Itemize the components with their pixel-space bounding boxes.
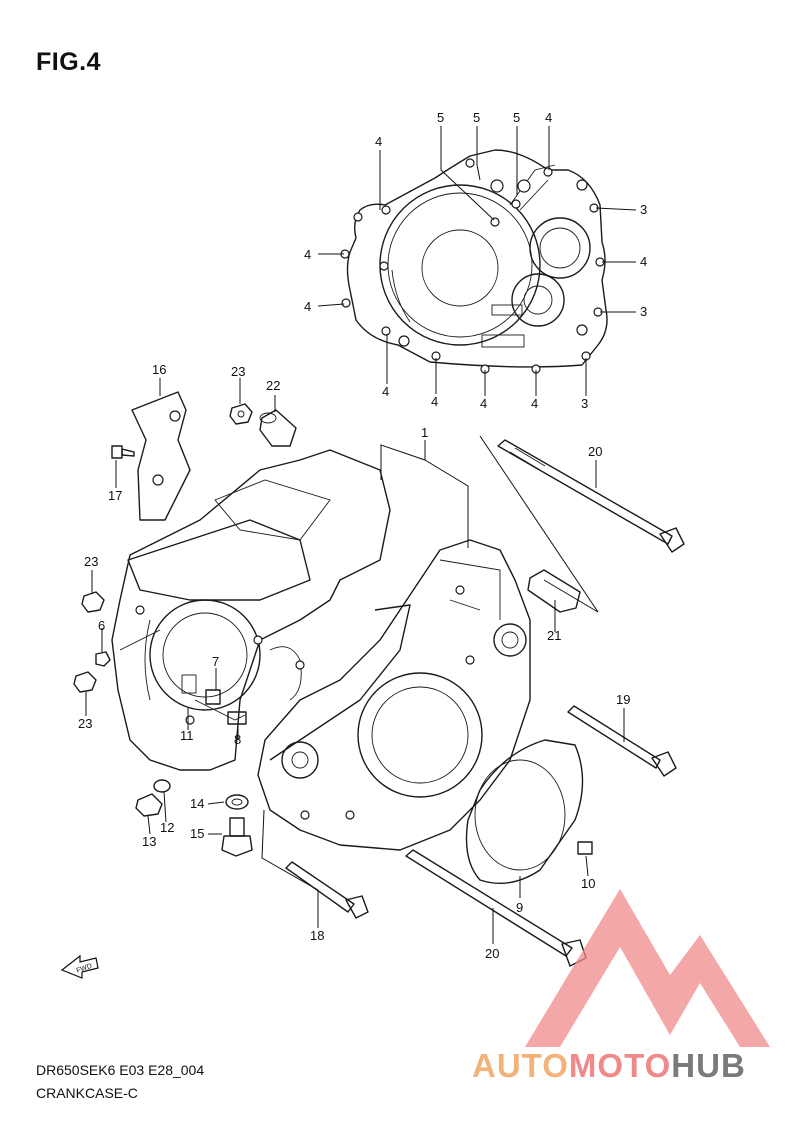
bolt-8	[227, 711, 247, 725]
callout-1: 1	[421, 425, 428, 440]
gasket-12	[153, 779, 171, 793]
oil-seal-plate-9	[465, 739, 584, 885]
long-bolt-20-top	[497, 439, 685, 553]
gasket-14	[225, 794, 249, 810]
callout-13: 13	[142, 834, 156, 849]
callout-20: 20	[485, 946, 499, 961]
callout-14: 14	[190, 796, 204, 811]
callout-3: 3	[640, 304, 647, 319]
nut-23-low	[73, 671, 97, 693]
callout-4: 4	[480, 396, 487, 411]
callout-5: 5	[437, 110, 444, 125]
wordmark-moto: MOTO	[568, 1047, 672, 1084]
callout-4: 4	[545, 110, 552, 125]
callout-8: 8	[234, 732, 241, 747]
callout-5: 5	[513, 110, 520, 125]
drain-plug-15	[221, 817, 253, 857]
dowel-22	[259, 409, 297, 447]
callout-4: 4	[375, 134, 382, 149]
callout-4: 4	[304, 299, 311, 314]
callout-3: 3	[581, 396, 588, 411]
leader-lines	[85, 126, 637, 944]
callout-6: 6	[98, 618, 105, 633]
bolt-17	[111, 445, 135, 459]
callout-16: 16	[152, 362, 166, 377]
nut-23-top	[229, 403, 253, 425]
washer-6	[95, 651, 111, 667]
callout-3: 3	[640, 202, 647, 217]
arrow-fwd-icon: FWD	[60, 954, 99, 979]
bolt-7	[205, 689, 221, 705]
crankcase-right-half	[257, 539, 531, 851]
wordmark-auto: AUTO	[472, 1047, 569, 1084]
callout-20: 20	[588, 444, 602, 459]
plug-13	[135, 793, 163, 817]
dowel-21	[527, 569, 581, 613]
automotohub-wordmark: AUTOMOTOHUB	[472, 1047, 746, 1085]
callout-17: 17	[108, 488, 122, 503]
diagram-code: DR650SEK6 E03 E28_004	[36, 1062, 205, 1078]
callout-4: 4	[382, 384, 389, 399]
callout-22: 22	[266, 378, 280, 393]
callout-19: 19	[616, 692, 630, 707]
callout-4: 4	[640, 254, 647, 269]
crankcase-left-half	[111, 449, 391, 771]
callout-9: 9	[516, 900, 523, 915]
callout-18: 18	[310, 928, 324, 943]
figure-title: FIG.4	[36, 48, 102, 76]
bracket-16	[131, 391, 191, 521]
nut-23-mid	[81, 591, 105, 613]
callout-23: 23	[231, 364, 245, 379]
callout-23: 23	[78, 716, 92, 731]
callout-labels: 4 5 5 5 4 3 4 4 4 3 4 4 4 4 3 16 23 22 1…	[78, 110, 647, 961]
bolt-19	[567, 705, 677, 777]
callout-10: 10	[581, 876, 595, 891]
crankcase-cover-gasket	[340, 149, 608, 374]
callout-4: 4	[304, 247, 311, 262]
bolt-18	[285, 861, 369, 919]
callout-15: 15	[190, 826, 204, 841]
callout-12: 12	[160, 820, 174, 835]
callout-4: 4	[431, 394, 438, 409]
bolt-10	[577, 841, 593, 855]
callout-21: 21	[547, 628, 561, 643]
automotohub-logo	[525, 889, 770, 1047]
callout-23: 23	[84, 554, 98, 569]
callout-4: 4	[531, 396, 538, 411]
diagram-caption: CRANKCASE-C	[36, 1085, 138, 1101]
gasket-bolt-holes	[340, 158, 605, 374]
callout-11: 11	[180, 728, 194, 743]
callout-5: 5	[473, 110, 480, 125]
wordmark-hub: HUB	[671, 1047, 746, 1084]
callout-7: 7	[212, 654, 219, 669]
